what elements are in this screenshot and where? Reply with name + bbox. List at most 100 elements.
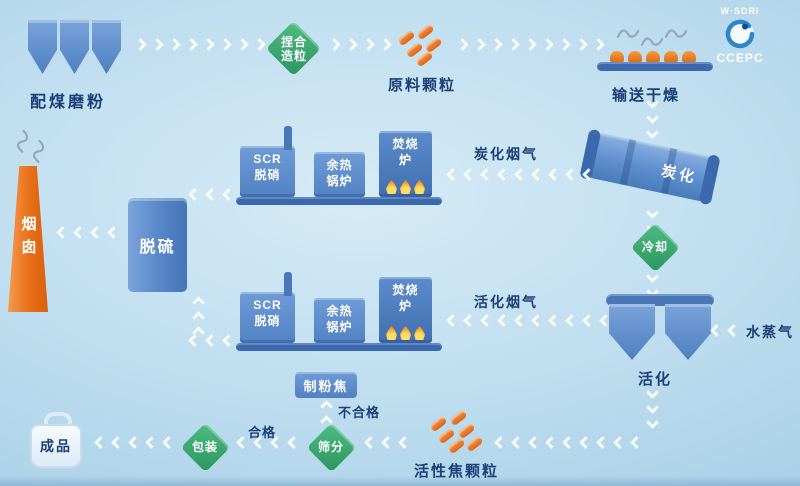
chevron-icon	[582, 168, 595, 181]
node-screening: 筛分	[306, 422, 356, 472]
hopper-icon	[28, 20, 57, 74]
chevron-icon	[646, 401, 659, 414]
scr-denitration-unit-bottom: SCR 脱硝	[240, 272, 295, 343]
waste-heat-boiler-top: 余热 锅炉	[314, 152, 365, 197]
chevron-icon	[646, 270, 659, 283]
logo-block: W·SDRI CCEPC	[712, 6, 768, 65]
label-carbonization-gas: 炭化烟气	[474, 146, 538, 162]
label-activation-gas: 活化烟气	[474, 294, 538, 310]
chevron-icon	[613, 436, 626, 449]
label-active-coke-pellets: 活性焦颗粒	[414, 463, 500, 480]
activation-unit-icon	[606, 288, 714, 368]
chevron-icon	[575, 38, 588, 51]
bag-handle-icon	[44, 412, 72, 432]
chevron-icon	[205, 334, 218, 347]
chevron-icon	[446, 168, 459, 181]
chevron-icon	[56, 226, 69, 239]
label-packaging: 包装	[191, 439, 218, 454]
chevron-icon	[219, 38, 232, 51]
steam-icon	[616, 29, 640, 39]
chevron-icon	[128, 436, 141, 449]
chevron-icon	[381, 436, 394, 449]
chevron-icon	[545, 436, 558, 449]
smoke-icon	[16, 129, 29, 153]
chevron-icon	[94, 436, 107, 449]
label-chimney: 烟囱	[19, 216, 37, 262]
arrows-screening-to-packaging	[236, 436, 300, 449]
flames-icon	[379, 326, 432, 340]
chevron-icon	[253, 436, 266, 449]
chevron-icon	[205, 188, 218, 201]
chevron-icon	[162, 436, 175, 449]
label-incinerator-line1: 焚烧	[392, 283, 419, 297]
label-scr-line1: SCR	[253, 298, 282, 312]
chevron-icon	[473, 38, 486, 51]
chevron-icon	[480, 168, 493, 181]
incinerator-bottom: 焚烧 炉	[379, 277, 432, 343]
chevron-icon	[630, 436, 643, 449]
raw-pellets-icon	[396, 23, 448, 68]
steam-icon	[664, 29, 688, 39]
label-activation: 活化	[638, 371, 673, 388]
carbonization-drum-icon: 炭化	[582, 128, 720, 210]
label-incinerator-line2: 炉	[398, 152, 412, 167]
chevron-icon	[710, 324, 723, 337]
chevron-icon	[202, 38, 215, 51]
chevron-icon	[362, 38, 375, 51]
coal-hoppers-icon	[28, 20, 121, 74]
chevron-icon	[111, 436, 124, 449]
chevron-icon	[222, 334, 235, 347]
label-desulfurization: 脱硫	[139, 239, 176, 256]
waste-heat-boiler-bottom: 余热 锅炉	[314, 298, 365, 343]
chevron-icon	[192, 311, 205, 324]
node-kneading-granulation: 捏合 造粒	[266, 21, 322, 77]
arrows-milling-to-kneading	[134, 38, 283, 51]
exhaust-pipe-icon	[284, 126, 292, 150]
arrows-packaging-to-product	[94, 436, 175, 449]
label-boiler-line2: 锅炉	[326, 319, 353, 334]
arrows-steam-to-activation	[710, 324, 740, 337]
chevron-icon	[562, 436, 575, 449]
ccepc-logo-icon	[725, 19, 755, 49]
logo-ccepc-text: CCEPC	[716, 51, 764, 65]
chevron-icon	[270, 436, 283, 449]
arrows-pellets-to-screening	[364, 436, 411, 449]
flames-icon	[379, 180, 432, 194]
chevron-icon	[599, 314, 612, 327]
chimney-icon: 烟囱	[8, 166, 48, 312]
label-incinerator-line2: 炉	[398, 298, 412, 313]
chevron-icon	[565, 314, 578, 327]
active-coke-pellets-icon	[428, 409, 484, 456]
chevron-icon	[511, 436, 524, 449]
chevron-icon	[646, 416, 659, 429]
chevron-icon	[345, 38, 358, 51]
chevron-icon	[287, 436, 300, 449]
chevron-icon	[192, 326, 205, 339]
label-boiler-line1: 余热	[326, 158, 353, 172]
label-incinerator-line1: 焚烧	[392, 137, 419, 151]
label-kneading-line1: 捏合	[280, 34, 307, 49]
chevron-icon	[646, 206, 659, 219]
chevron-icon	[107, 226, 120, 239]
conveyor-icon	[597, 62, 713, 71]
label-kneading-line2: 造粒	[280, 49, 307, 63]
node-cooling: 冷却	[630, 222, 680, 272]
chevron-icon	[579, 436, 592, 449]
chevron-icon	[364, 436, 377, 449]
chevron-icon	[398, 436, 411, 449]
chevron-icon	[222, 188, 235, 201]
chevron-icon	[328, 38, 341, 51]
hopper-icon	[92, 20, 121, 74]
chevron-icon	[507, 38, 520, 51]
label-coal-milling: 配煤磨粉	[30, 94, 107, 111]
chevron-icon	[548, 168, 561, 181]
chevron-icon	[541, 38, 554, 51]
chevron-icon	[514, 314, 527, 327]
chevron-icon	[192, 296, 205, 309]
equipment-platform-bottom	[236, 343, 442, 351]
label-convey-dry: 输送干燥	[612, 87, 681, 104]
chevron-icon	[531, 168, 544, 181]
label-powder-coke: 制粉焦	[303, 378, 349, 394]
chevron-icon	[565, 168, 578, 181]
